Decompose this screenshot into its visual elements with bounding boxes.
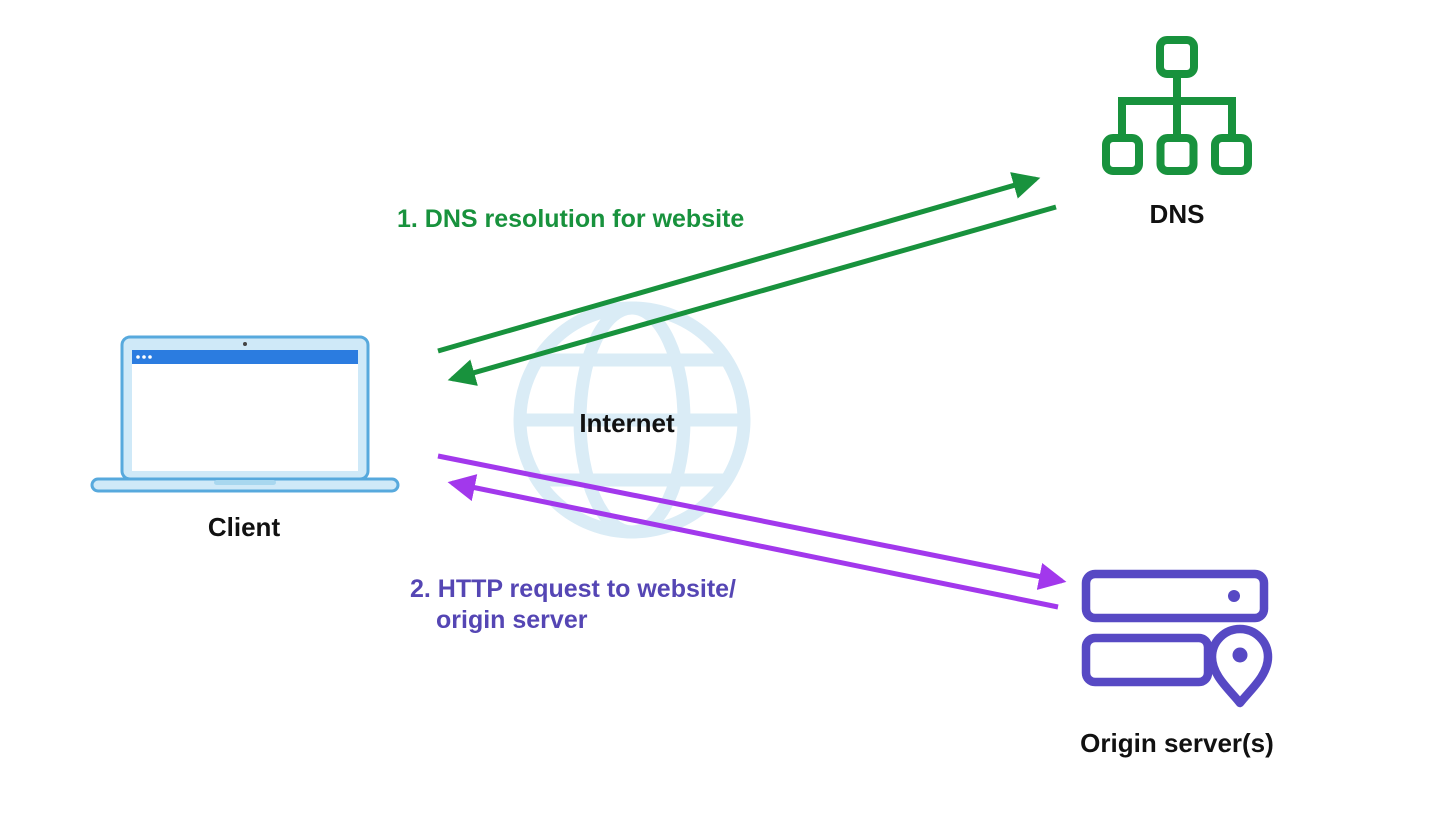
dns-resolution-arrows [437, 172, 1057, 386]
http-request-label-line1: 2. HTTP request to website/ [410, 575, 736, 603]
laptop-camera-dot [243, 342, 247, 346]
client-laptop-icon [90, 335, 400, 493]
arrow-client-to-dns [437, 172, 1041, 354]
dns-tree-connectors [1118, 70, 1236, 142]
location-pin-dot [1232, 647, 1248, 663]
client-label: Client [208, 512, 281, 542]
dns-leaf-node-left [1102, 134, 1143, 175]
dns-tree-icon [1102, 36, 1252, 175]
arrow-client-to-origin [437, 453, 1067, 590]
server-indicator-dot [1228, 590, 1240, 602]
dns-resolution-label: 1. DNS resolution for website [397, 205, 744, 233]
server-rack-top [1081, 569, 1269, 623]
browser-dot [148, 355, 152, 359]
origin-server-icon [1081, 569, 1273, 708]
arrow-origin-to-client [447, 474, 1059, 610]
browser-titlebar [132, 350, 358, 364]
arrow-dns-to-client [447, 204, 1057, 386]
dns-leaf-node-middle [1156, 134, 1198, 175]
server-rack-bottom [1081, 633, 1213, 687]
browser-dot [136, 355, 140, 359]
dns-leaf-node-right [1211, 134, 1252, 175]
http-request-arrows [437, 453, 1067, 610]
dns-label: DNS [1150, 199, 1205, 229]
http-request-label-line2: origin server [436, 606, 588, 634]
internet-label: Internet [579, 408, 675, 438]
location-pin-icon [1207, 624, 1273, 708]
dns-root-node [1156, 36, 1198, 78]
internet-globe-icon [513, 301, 751, 539]
laptop-base-notch [214, 480, 276, 485]
browser-content-area [132, 364, 358, 471]
origin-server-label: Origin server(s) [1080, 728, 1274, 758]
browser-dot [142, 355, 146, 359]
